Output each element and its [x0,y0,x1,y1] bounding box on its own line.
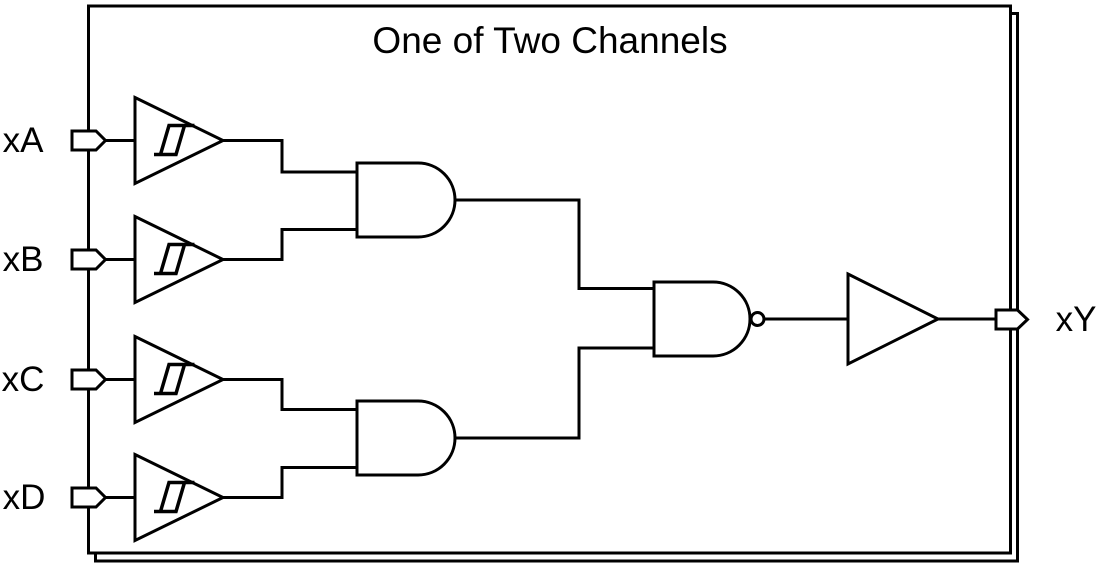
input-label-xb: xB [3,240,44,279]
wire-and2-to-nand [455,346,654,440]
wire-buffer-xd-to-and2 [223,466,357,499]
output-label-xy: xY [1056,300,1097,339]
output-buffer-icon [846,271,942,367]
input-label-xc: xC [2,360,45,399]
input-pin-xc [70,368,108,391]
schmitt-buffer-xb-icon [133,214,227,305]
input-pin-xa [70,129,108,152]
channel-box-front [87,4,1012,555]
schmitt-buffer-xc-icon [133,334,227,425]
input-label-xa: xA [3,121,45,160]
and-gate-1-icon [355,161,457,239]
output-pin-xy [994,308,1030,331]
input-pin-xb [70,248,108,271]
wire-and1-to-nand [455,198,654,290]
nand-gate-icon [652,280,766,358]
and-gate-2-icon [355,399,457,477]
wire-buffer-xc-to-and2 [223,378,357,411]
input-label-xd: xD [3,478,46,517]
schmitt-buffer-xa-icon [133,95,227,186]
schmitt-buffer-xd-icon [133,452,227,543]
diagram-title: One of Two Channels [372,20,727,61]
wire-buffer-xa-to-and1 [223,139,357,174]
input-pin-xd [70,486,108,509]
wire-buffer-xb-to-and1 [223,228,357,261]
nand-inversion-bubble [749,311,766,327]
